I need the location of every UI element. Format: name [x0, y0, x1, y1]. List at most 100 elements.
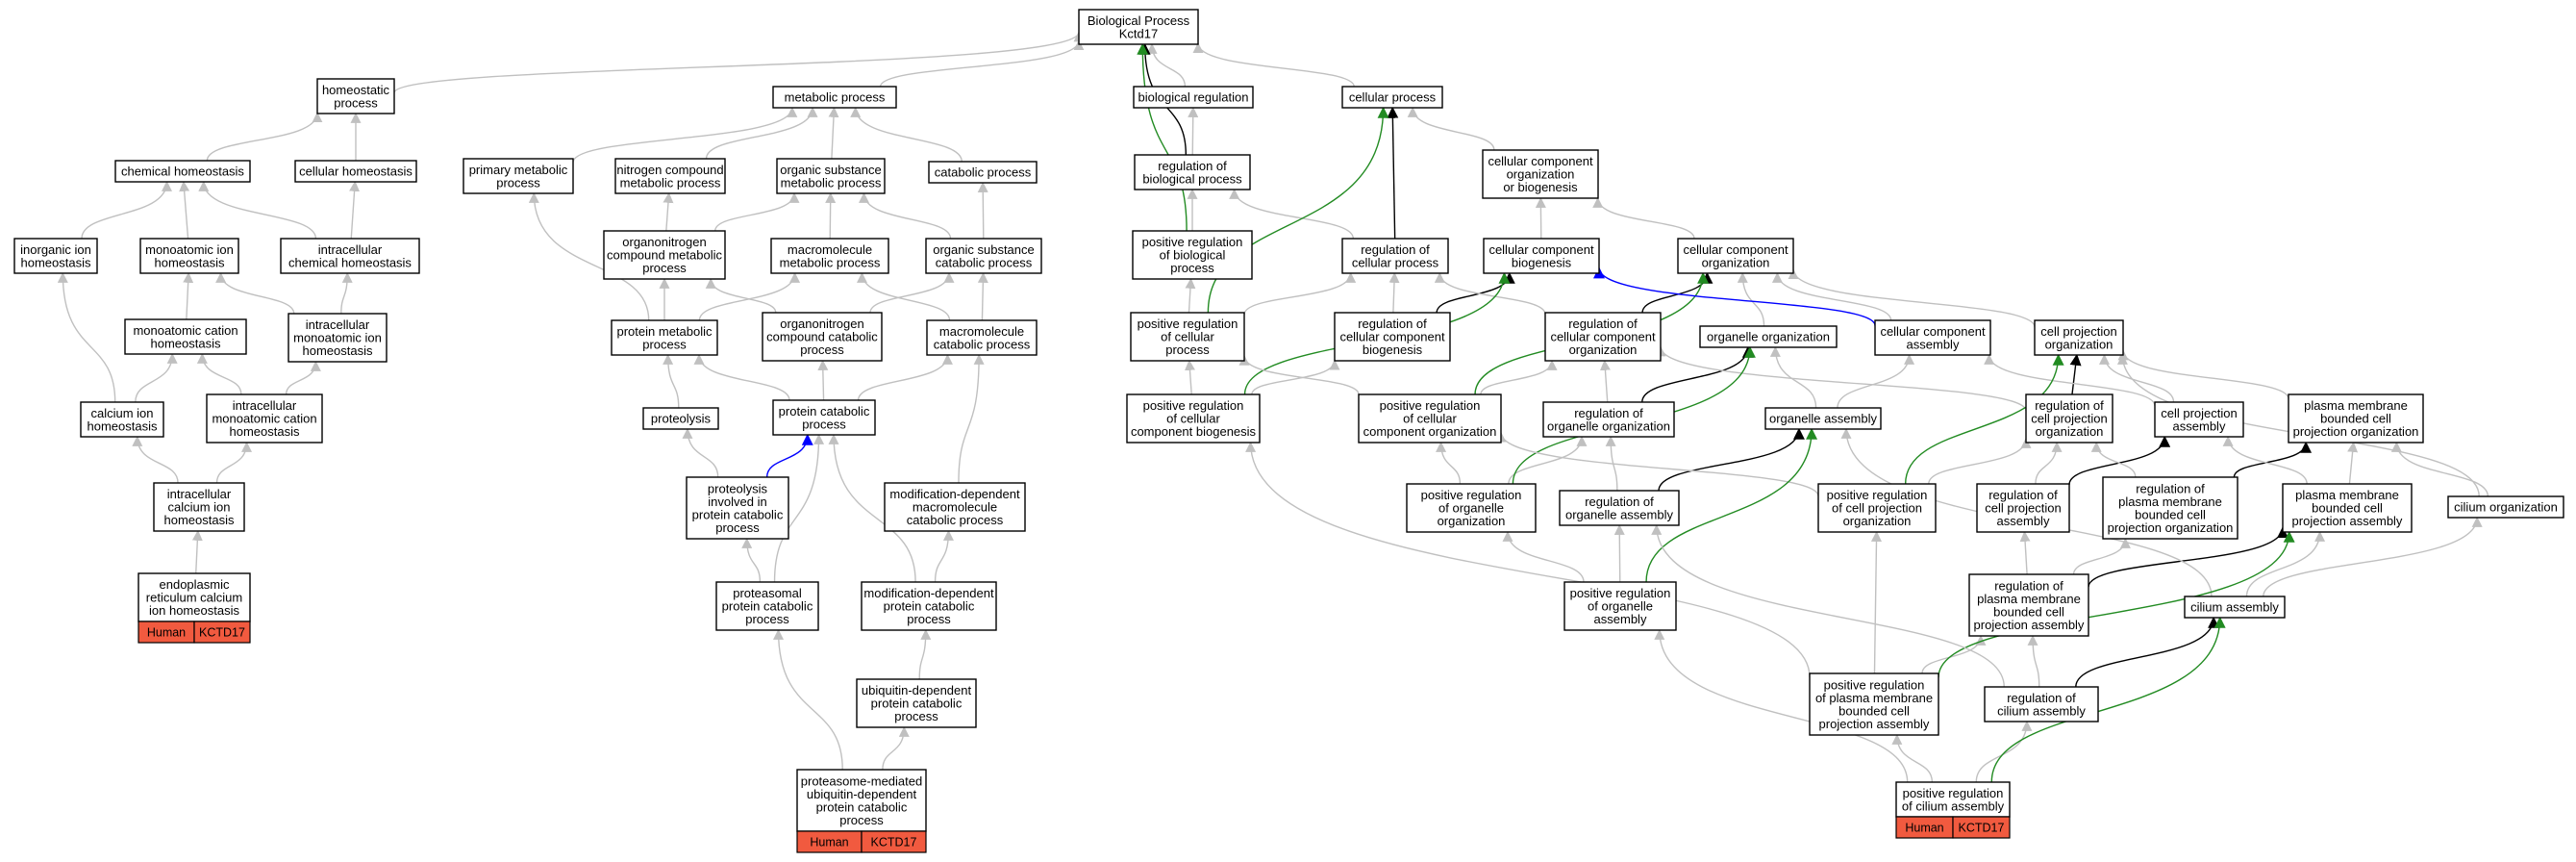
node-label-line: protein catabolic — [779, 404, 870, 418]
node-label-line: organelle assembly — [1769, 412, 1878, 426]
edge-orgN_cat-to-org_sub_cat — [869, 271, 955, 314]
node-label-line: Biological Process — [1088, 13, 1190, 28]
node-organelle-assembly[interactable]: organelle assembly — [1764, 407, 1882, 430]
node-cilium-assembly[interactable]: cilium assembly — [2184, 596, 2286, 619]
edge-intra_calcium-to-intra_mono_cation — [215, 441, 253, 484]
node-catabolic[interactable]: catabolic process — [928, 161, 1038, 184]
edge-reg_organelle_assembly-to-reg_organelle_org — [1605, 435, 1618, 492]
node-label-line: Kctd17 — [1119, 26, 1158, 40]
node-box — [1764, 407, 1882, 430]
badge-organism-label: Human — [147, 626, 186, 640]
node-organelle-org[interactable]: organelle organization — [1699, 325, 1838, 348]
node-label-line: homeostatic — [322, 83, 390, 97]
node-label-line: monoatomic ion — [293, 331, 382, 345]
edge-proteasome_ubiq-to-proteasomal — [773, 628, 843, 771]
node-label-line: organic substance — [780, 163, 882, 177]
node-proteolysis[interactable]: proteolysis — [642, 407, 719, 430]
node-proteasome-ubiq[interactable]: proteasome-mediatedubiquitin-dependentpr… — [796, 769, 927, 853]
node-label-line: process — [496, 175, 540, 190]
node-metabolic[interactable]: metabolic process — [772, 86, 897, 109]
node-label-line: regulation of — [1988, 488, 2058, 502]
node-cilium-org[interactable]: cilium organization — [2447, 495, 2564, 519]
node-label-line: homeostasis — [303, 343, 373, 358]
edge-org_sub_cat-to-org_sub_met — [859, 191, 952, 240]
node-label-line: catabolic process — [934, 337, 1031, 351]
node-cellular-proc[interactable]: cellular process — [1341, 86, 1443, 109]
edge-monoatomic_ion-to-chem_homeo — [179, 180, 190, 240]
edge-pos_reg_cc_bio-to-pos_reg_cell — [1184, 359, 1195, 395]
node-box — [288, 313, 388, 363]
badge-gene-cell — [193, 621, 251, 644]
node-box — [925, 238, 1042, 274]
node-chem-homeo[interactable]: chemical homeostasis — [114, 160, 251, 183]
node-box — [1968, 573, 2089, 637]
node-cell-homeo[interactable]: cellular homeostasis — [294, 160, 417, 183]
edge-intra_mono_ion-to-intra_chem — [340, 271, 353, 315]
node-box — [114, 160, 251, 183]
node-box — [884, 482, 1026, 532]
edge-reg_cc_bio-to-reg_cell_proc — [1388, 271, 1400, 314]
node-label-line: ubiquitin-dependent — [862, 683, 972, 697]
node-box — [1874, 319, 1991, 356]
edge-cc_organization-to-cc_org_bio — [1592, 196, 1695, 240]
node-label-line: cell projection — [1985, 501, 2062, 516]
node-bio-reg[interactable]: biological regulation — [1133, 86, 1254, 109]
node-label-line: biogenesis — [1512, 255, 1572, 269]
node-moddep-macro[interactable]: modification-dependentmacromoleculecatab… — [884, 482, 1026, 532]
node-box — [463, 158, 574, 194]
